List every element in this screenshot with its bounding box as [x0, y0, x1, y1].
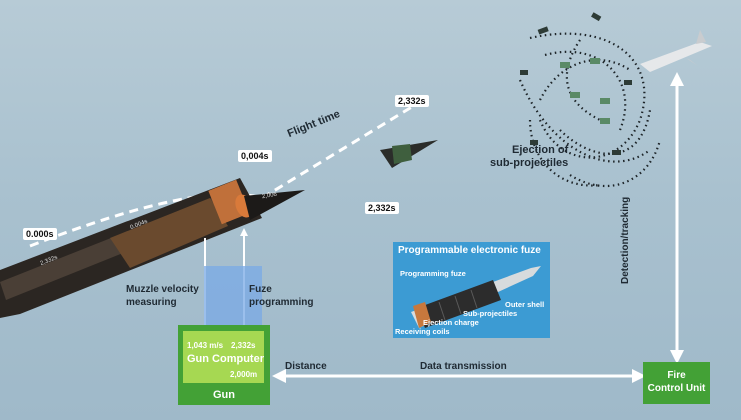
ejection-label: Ejection of sub-projectiles	[490, 144, 568, 170]
sub-projectiles	[520, 12, 632, 155]
data-transmission-label: Data transmission	[420, 361, 507, 372]
label-sub-projectiles: Sub-projectiles	[463, 309, 518, 318]
velocity-value: 1,043 m/s	[187, 341, 224, 350]
label-programming-fuze: Programming fuze	[400, 269, 466, 278]
gun-computer-box: 1,043 m/s 2,332s Gun Computer 2,000m	[183, 331, 264, 383]
gun-label: Gun	[213, 389, 235, 401]
time-label-1: 0,004s	[238, 150, 272, 162]
fuze-panel: Programmable electronic fuze Programming…	[393, 242, 550, 338]
label-ejection-charge: Ejection charge	[423, 318, 479, 327]
muzzle-line-2: measuring	[126, 297, 177, 308]
ejection-line-1: Ejection of	[512, 144, 569, 156]
fuze-prog-line-1: Fuze	[249, 284, 272, 295]
detection-label: Detection/tracking	[620, 196, 631, 284]
label-outer-shell: Outer shell	[505, 300, 545, 309]
time-label-0: 0.000s	[23, 228, 57, 240]
gun-computer-title: Gun Computer	[187, 353, 264, 365]
data-arrow	[272, 369, 646, 383]
label-receiving-coils: Receiving coils	[395, 327, 450, 336]
mid-projectile	[380, 140, 438, 168]
sub-projectile-cloud	[518, 32, 662, 188]
time-label-2: 2,332s	[395, 95, 429, 107]
gun-barrel	[0, 178, 305, 318]
fuze-prog-line-2: programming	[249, 297, 314, 308]
fuze-programming-beam	[204, 266, 262, 330]
fuze-panel-title: Programmable electronic fuze	[398, 245, 541, 256]
distance-value: 2,000m	[230, 370, 258, 379]
fcu-line-2: Control Unit	[647, 383, 706, 394]
time-label-3: 2,332s	[365, 202, 399, 214]
muzzle-label: Muzzle velocity measuring	[126, 283, 199, 309]
fcu-line-1: Fire	[667, 370, 686, 381]
fire-control-unit-box: Fire Control Unit	[643, 362, 710, 404]
ejection-line-2: sub-projectiles	[490, 157, 569, 169]
fuze-illustration	[411, 266, 541, 328]
muzzle-line-1: Muzzle velocity	[126, 284, 199, 295]
time-value: 2,332s	[231, 341, 256, 350]
target-missile	[640, 30, 712, 72]
distance-label: Distance	[285, 361, 327, 372]
detection-arrow	[670, 72, 684, 364]
fuze-prog-label: Fuze programming	[249, 283, 313, 309]
